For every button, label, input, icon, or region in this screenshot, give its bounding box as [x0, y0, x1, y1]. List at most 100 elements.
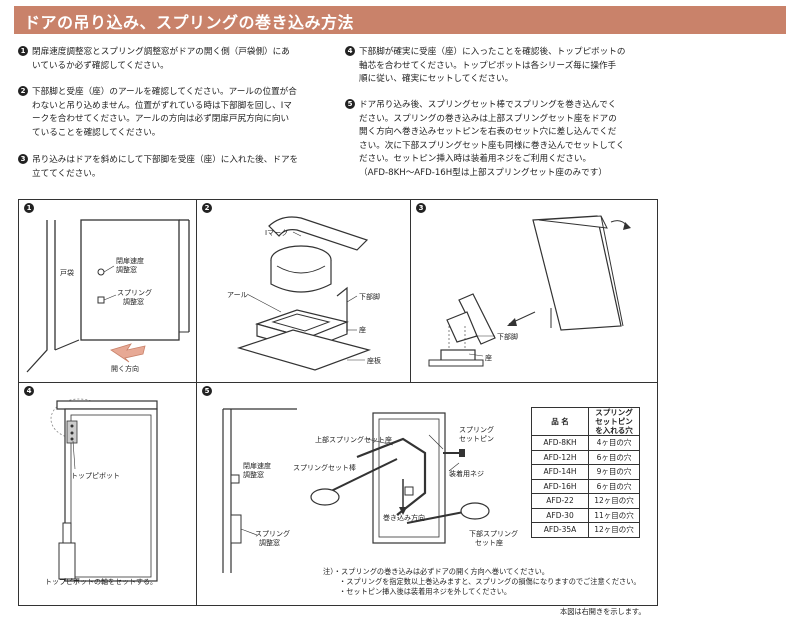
table-cell-hole: 11ヶ目の穴 [588, 507, 640, 523]
step-3-number: 3 [18, 154, 28, 164]
mounting-screw-label: 装着用ネジ [449, 470, 484, 478]
figure-panel-2: 2 Iマーク アール 下部脚 座 座板 [196, 199, 412, 384]
step-5-number: 5 [345, 99, 355, 109]
step-5-line: さい。次に下部スプリングセット座も同様に巻き込んでセットしてく [359, 140, 625, 151]
table-cell-model: AFD-8KH [531, 435, 589, 451]
table-cell-hole: 6ヶ目の穴 [588, 478, 640, 494]
panel-3-number: 3 [416, 203, 426, 213]
spring-window-label: スプリング [255, 530, 290, 538]
table-cell-hole: 4ヶ目の穴 [588, 435, 640, 451]
step-2-line: わないと吊り込めません。位置がずれている時は下部脚を回し、Iマ [32, 100, 292, 111]
table-cell-hole: 9ヶ目の穴 [588, 464, 640, 480]
i-mark-label: Iマーク [265, 229, 289, 237]
step-1-number: 1 [18, 46, 28, 56]
spring-window-label: 調整窓 [259, 539, 280, 547]
step-1-line: 閉扉速度調整窓とスプリング調整窓がドアの開く側（戸袋側）にあ [32, 47, 290, 57]
closing-speed-window-label: 閉扉速度 [116, 257, 144, 265]
step-2-line: ークを合わせてください。アールの方向は必ず閉扉戸尻方向に向い [32, 114, 290, 124]
seat-label: 座 [359, 326, 366, 334]
step-1: 1 閉扉速度調整窓とスプリング調整窓がドアの開く側（戸袋側）にあ いているか必ず確… [18, 46, 338, 73]
top-pivot-label: トップピボット [71, 472, 120, 480]
note-line: ・スプリングを指定数以上巻込みますと、スプリングの損傷になりますのでご注意くださ… [339, 577, 641, 586]
figure-panel-5: 5 閉扉速度 調整窓 スプリング 調整窓 上部スプリングセット座 スプリングセッ… [196, 382, 658, 606]
step-5-line: ださい。スプリングの巻き込みは上部スプリングセット座をドアの [359, 113, 617, 124]
table-cell-model: AFD-35A [531, 522, 589, 538]
spring-winding-illustration [222, 408, 490, 573]
table-cell-model: AFD-22 [531, 493, 589, 509]
table-header-row: 品 名 スプリング セットピン を入れる穴 [531, 407, 640, 436]
spring-set-rod-label: スプリングセット棒 [293, 464, 356, 472]
table-cell-model: AFD-12H [531, 449, 589, 465]
step-2: 2 下部脚と受座（座）のアールを確認してください。アールの位置が合 わないと吊り込… [18, 86, 338, 140]
step-5-line: ドア吊り込み後、スプリングセット棒でスプリングを巻き込んでく [359, 100, 617, 110]
footer-note: 本図は右開きを示します。 [560, 607, 646, 616]
step-5-line: ださい。セットピン挿入時は装着用ネジをご利用ください。 [359, 154, 592, 164]
note-line: ・セットピン挿入後は装着用ネジを外してください。 [339, 587, 512, 596]
door-frame-illustration [26, 219, 190, 373]
figure-panel-3: 3 下部脚 座 [410, 199, 658, 384]
tobukuro-label: 戸袋 [60, 269, 74, 277]
lower-leg-seat-illustration [236, 216, 371, 371]
spring-set-pin-label: スプリング [459, 426, 494, 434]
winding-direction-label: 巻き込み方向 [383, 514, 425, 522]
step-3: 3 吊り込みはドアを斜めにして下部脚を受座（座）に入れた後、ドアを 立ててください… [18, 154, 338, 181]
figure-panel-4: 4 トップピボット トップピボットの軸をセットする。 [18, 382, 198, 606]
step-5-line: （AFD-8KH〜AFD-16H型は上部スプリングセット座のみです） [359, 167, 607, 178]
table-cell-model: AFD-14H [531, 464, 589, 480]
panel-2-number: 2 [202, 203, 212, 213]
step-4-line: 軸芯を合わせてください。トップピボットは各シリーズ毎に操作手 [359, 60, 617, 71]
figure-panel-1: 1 戸袋 閉扉速度 調整窓 スプリング 調整窓 開く方向 [18, 199, 198, 384]
open-direction-label: 開く方向 [111, 365, 139, 373]
lower-spring-seat-label: セット座 [475, 539, 503, 547]
table-cell-hole: 6ヶ目の穴 [588, 449, 640, 465]
step-3-line: 立ててください。 [32, 168, 101, 179]
base-plate-label: 座板 [367, 357, 381, 365]
title-bar: ドアの吊り込み、スプリングの巻き込み方法 [14, 6, 786, 34]
note-line: 注）・スプリングの巻き込みは必ずドアの開く方向へ巻いてください。 [323, 567, 549, 576]
panel-4-number: 4 [24, 386, 34, 396]
table-header-model: 品 名 [531, 407, 589, 436]
lower-leg-label: 下部脚 [497, 333, 518, 341]
closing-speed-window-label: 調整窓 [243, 471, 264, 479]
spring-window-label: 調整窓 [123, 298, 144, 306]
step-2-number: 2 [18, 86, 28, 96]
step-3-line: 吊り込みはドアを斜めにして下部脚を受座（座）に入れた後、ドアを [32, 155, 299, 165]
top-pivot-illustration [50, 398, 158, 582]
upper-spring-seat-label: 上部スプリングセット座 [315, 436, 392, 444]
step-2-line: 下部脚と受座（座）のアールを確認してください。アールの位置が合 [32, 87, 297, 97]
table-cell-model: AFD-16H [531, 478, 589, 494]
spring-window-label: スプリング [117, 289, 152, 297]
top-pivot-caption: トップピボットの軸をセットする。 [45, 578, 157, 586]
step-1-line: いているか必ず確認してください。 [32, 60, 169, 71]
page-title: ドアの吊り込み、スプリングの巻き込み方法 [24, 13, 355, 32]
closing-speed-window-label: 調整窓 [116, 266, 137, 274]
arl-label: アール [227, 291, 248, 299]
closing-speed-window-label: 閉扉速度 [243, 462, 271, 470]
table-cell-hole: 12ヶ目の穴 [588, 493, 640, 509]
door-tilting-illustration [428, 215, 631, 367]
table-header-hole-text: スプリング セットピン を入れる穴 [595, 408, 633, 435]
step-5: 5 ドア吊り込み後、スプリングセット棒でスプリングを巻き込んでく ださい。スプリン… [345, 99, 675, 180]
lower-leg-label: 下部脚 [359, 293, 380, 301]
table-header-hole: スプリング セットピン を入れる穴 [588, 407, 640, 436]
step-4-line: 順に従い、確実にセットしてください。 [359, 74, 514, 84]
step-2-line: ていることを確認してください。 [32, 127, 161, 138]
step-5-line: 開く方向へ巻き込みセットピンを右表のセット穴に差し込んでくだ [359, 127, 617, 137]
step-4-number: 4 [345, 46, 355, 56]
seat-label: 座 [485, 354, 492, 362]
panel-1-number: 1 [24, 203, 34, 213]
lower-spring-seat-label: 下部スプリング [469, 530, 518, 538]
spring-set-pin-label: セットピン [459, 435, 494, 443]
table-cell-hole: 12ヶ目の穴 [588, 522, 640, 538]
table-cell-model: AFD-30 [531, 507, 589, 523]
panel-5-number: 5 [202, 386, 212, 396]
